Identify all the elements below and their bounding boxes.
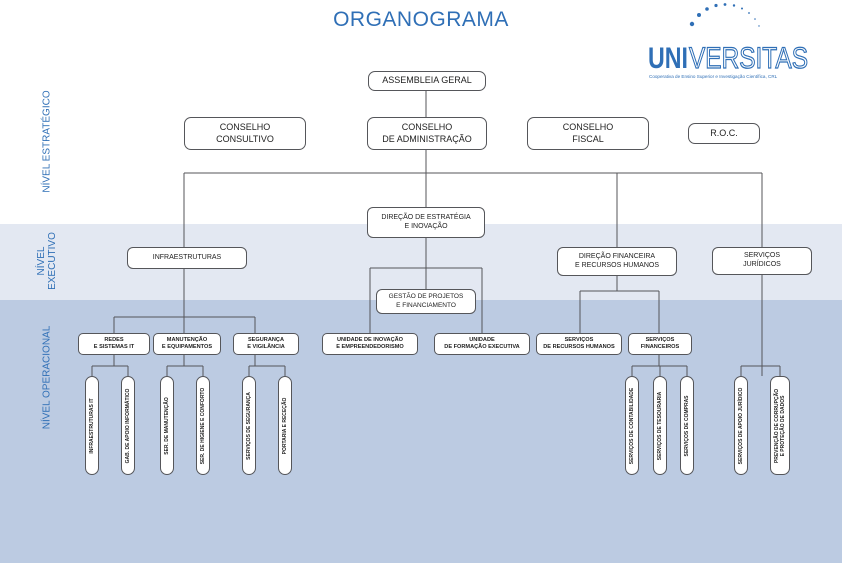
servicos-contabilidade-box: SERVIÇOS DE CONTABILIDADE	[625, 376, 639, 475]
strategic-level-label: NÍVEL ESTRATÉGICO	[41, 90, 53, 193]
portaria-rececao-box: PORTARIA E RECEÇÃO	[278, 376, 292, 475]
logo-subtitle: Cooperativa de Ensino Superior e Investi…	[649, 74, 778, 79]
infraestruturas-box: INFRAESTRUTURAS	[127, 247, 247, 269]
infraestruturas-it-box: INFRAESTRUTURAS IT	[85, 376, 99, 475]
operational-level-label: NÍVEL OPERACIONAL	[41, 325, 53, 430]
executive-level-label: NÍVEL EXECUTIVO	[36, 232, 58, 290]
roc-box: R.O.C.	[688, 123, 760, 144]
page-title: ORGANOGRAMA	[333, 8, 509, 31]
assembleia-geral-box: ASSEMBLEIA GERAL	[368, 71, 486, 91]
svg-text:VERSITAS: VERSITAS	[689, 42, 808, 74]
servicos-compras-box: SERVIÇOS DE COMPRAS	[680, 376, 694, 475]
gabinete-apoio-informatico-box: GAB. DE APOIO INFORMÁTICO	[121, 376, 135, 475]
servicos-tesouraria-box: SERVIÇOS DE TESOURARIA	[653, 376, 667, 475]
logo-wordmark: UNI VERSITAS	[648, 41, 809, 74]
logo-dots-icon	[689, 3, 760, 27]
servicos-apoio-juridico-box: SERVIÇOS DE APOIO JURÍDICO	[734, 376, 748, 475]
svg-text:UNI: UNI	[648, 42, 688, 74]
servicos-seguranca-box: SERVIÇOS DE SEGURANÇA	[242, 376, 256, 475]
servico-higiene-conforto-box: SER. DE HIGIENE E CONFORTO	[196, 376, 210, 475]
servico-manutencao-box: SER. DE MANUTENÇÃO	[160, 376, 174, 475]
